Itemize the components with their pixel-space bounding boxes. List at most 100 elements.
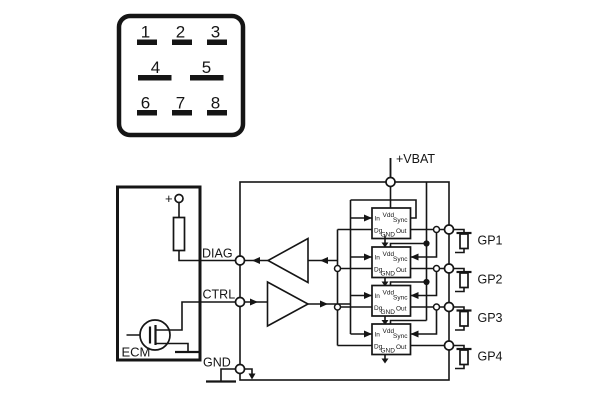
gp-heater-element: [459, 310, 469, 327]
ic-pin-vdd: Vdd: [383, 328, 395, 335]
vbat-pin: [385, 176, 396, 188]
gnd-wire-left: [220, 368, 240, 381]
connector-pin-7-slot: [172, 110, 192, 116]
mosfet-source-wire: [155, 342, 189, 352]
gp-heater-element: [459, 349, 469, 366]
gp-label: GP3: [478, 311, 503, 325]
sync-loop-ic1: [350, 199, 417, 219]
gp2-pin: [443, 263, 455, 274]
ic-pin-gnd: GND: [381, 232, 396, 239]
in-arrow-icon: [364, 253, 372, 261]
ic-pin-vdd: Vdd: [383, 290, 395, 297]
gp-wire: [453, 306, 465, 311]
dg-bus-junction: [333, 303, 342, 311]
diag-pin: [234, 255, 246, 266]
ic-pin-gnd: GND: [381, 309, 396, 316]
gp-wire: [453, 267, 465, 272]
driver-ic-4: In Vdd Sync Dg GND Out: [337, 323, 449, 364]
gp-wire: [453, 344, 465, 349]
pullup-resistor: [172, 216, 186, 252]
connector-pin-5-label: 5: [202, 58, 211, 77]
ctrl-buffer-triangle: [266, 280, 310, 328]
in-arrow-icon: [364, 292, 372, 299]
module-outline: [239, 181, 450, 381]
ic-pin-out: Out: [396, 344, 407, 351]
gp-heater-element: [459, 272, 469, 289]
ic-gnd-arrow-icon: [381, 358, 389, 364]
ic-pin-dg: Dg: [374, 267, 383, 274]
ctrl-wire: [156, 301, 268, 331]
ic-pin-in: In: [375, 255, 381, 262]
gp-body-foot: [455, 287, 465, 293]
ic-gnd-arrow-icon: [381, 281, 389, 287]
gnd-pin: [234, 363, 246, 375]
ctrl-buffer: [250, 280, 351, 328]
out1-sync-junction: [432, 225, 441, 234]
connector-pin-6-label: 6: [141, 94, 150, 113]
ic-pin-in: In: [375, 332, 381, 339]
ic-pin-vdd: Vdd: [383, 212, 395, 219]
vdd-junction-dot: [423, 278, 430, 286]
diag-buffer: [252, 237, 338, 284]
gp3-pin: [443, 301, 455, 313]
gp-body-foot: [455, 364, 465, 370]
gp1-pin: [443, 224, 455, 235]
ic-pin-dg: Dg: [374, 305, 383, 312]
connector-pin-1-label: 1: [141, 23, 150, 42]
gp-wire: [453, 228, 465, 233]
ic-pin-sync: Sync: [393, 217, 408, 224]
gp-label: GP4: [478, 350, 503, 364]
sync-arrow-ic3-icon: [410, 292, 419, 299]
driver-ic-box: [371, 323, 412, 356]
battery-plus-label: +: [165, 191, 173, 206]
vbat-label: +VBAT: [396, 152, 435, 166]
connector-pin-7-label: 7: [176, 94, 185, 113]
out3-sync-junction: [432, 303, 441, 311]
ic-pin-sync: Sync: [393, 295, 408, 302]
sync-wire-ic4: [410, 307, 438, 335]
driver-ic-box: [371, 284, 412, 317]
battery-terminal: [174, 193, 184, 204]
ctrl-output-arrow-icon: [320, 300, 328, 308]
driver-ic-2: In Vdd Sync Dg GND Out: [337, 246, 449, 287]
in-arrow-icon: [364, 214, 372, 222]
diag-input-arrow-icon: [320, 257, 328, 264]
ctrl-direction-arrow-icon: [250, 298, 258, 306]
sync-wire-ic2: [410, 229, 438, 258]
vdd-tap-ic2: [389, 242, 427, 247]
gp-body-foot: [455, 326, 465, 331]
ic-pin-sync: Sync: [393, 333, 408, 340]
gp-body-foot: [455, 248, 465, 254]
ic-pin-vdd: Vdd: [383, 251, 395, 258]
gnd-label: GND: [203, 356, 231, 370]
connector-pin-8-label: 8: [211, 94, 220, 113]
ic-pin-out: Out: [396, 267, 407, 274]
ic-gnd-arrow-icon: [381, 320, 389, 325]
connector-pin-2-label: 2: [176, 23, 185, 42]
dg-bus-junction: [333, 264, 342, 273]
ecm-block: + ECM: [116, 185, 202, 362]
connector-pinout: 1 2 3 4 5 6 7 8: [116, 13, 246, 138]
sync-wire-ic3: [410, 268, 438, 297]
ic-pin-dg: Dg: [374, 228, 383, 235]
ic-pin-gnd: GND: [381, 271, 396, 278]
ecm-label: ECM: [122, 345, 151, 360]
gp-label: GP2: [478, 273, 503, 287]
ic-pin-in: In: [375, 293, 381, 300]
gp-heater-element: [459, 233, 469, 250]
connector-pin-1-slot: [137, 39, 157, 45]
gp4-pin: [443, 340, 455, 351]
sync-arrow-ic4-icon: [410, 330, 419, 338]
ctrl-label: CTRL: [203, 288, 236, 302]
glow-plug-3: GP3: [453, 306, 503, 331]
internal-buses: [336, 158, 438, 346]
sync-arrow-ic2-icon: [410, 253, 419, 261]
connector-pin-2-slot: [172, 39, 192, 45]
vdd-junction-dot: [423, 240, 430, 247]
ic-gnd-arrow-icon: [381, 242, 389, 248]
ctrl-pin: [234, 296, 246, 308]
gp-label: GP1: [478, 234, 503, 248]
connector-pin-4-label: 4: [151, 58, 160, 77]
